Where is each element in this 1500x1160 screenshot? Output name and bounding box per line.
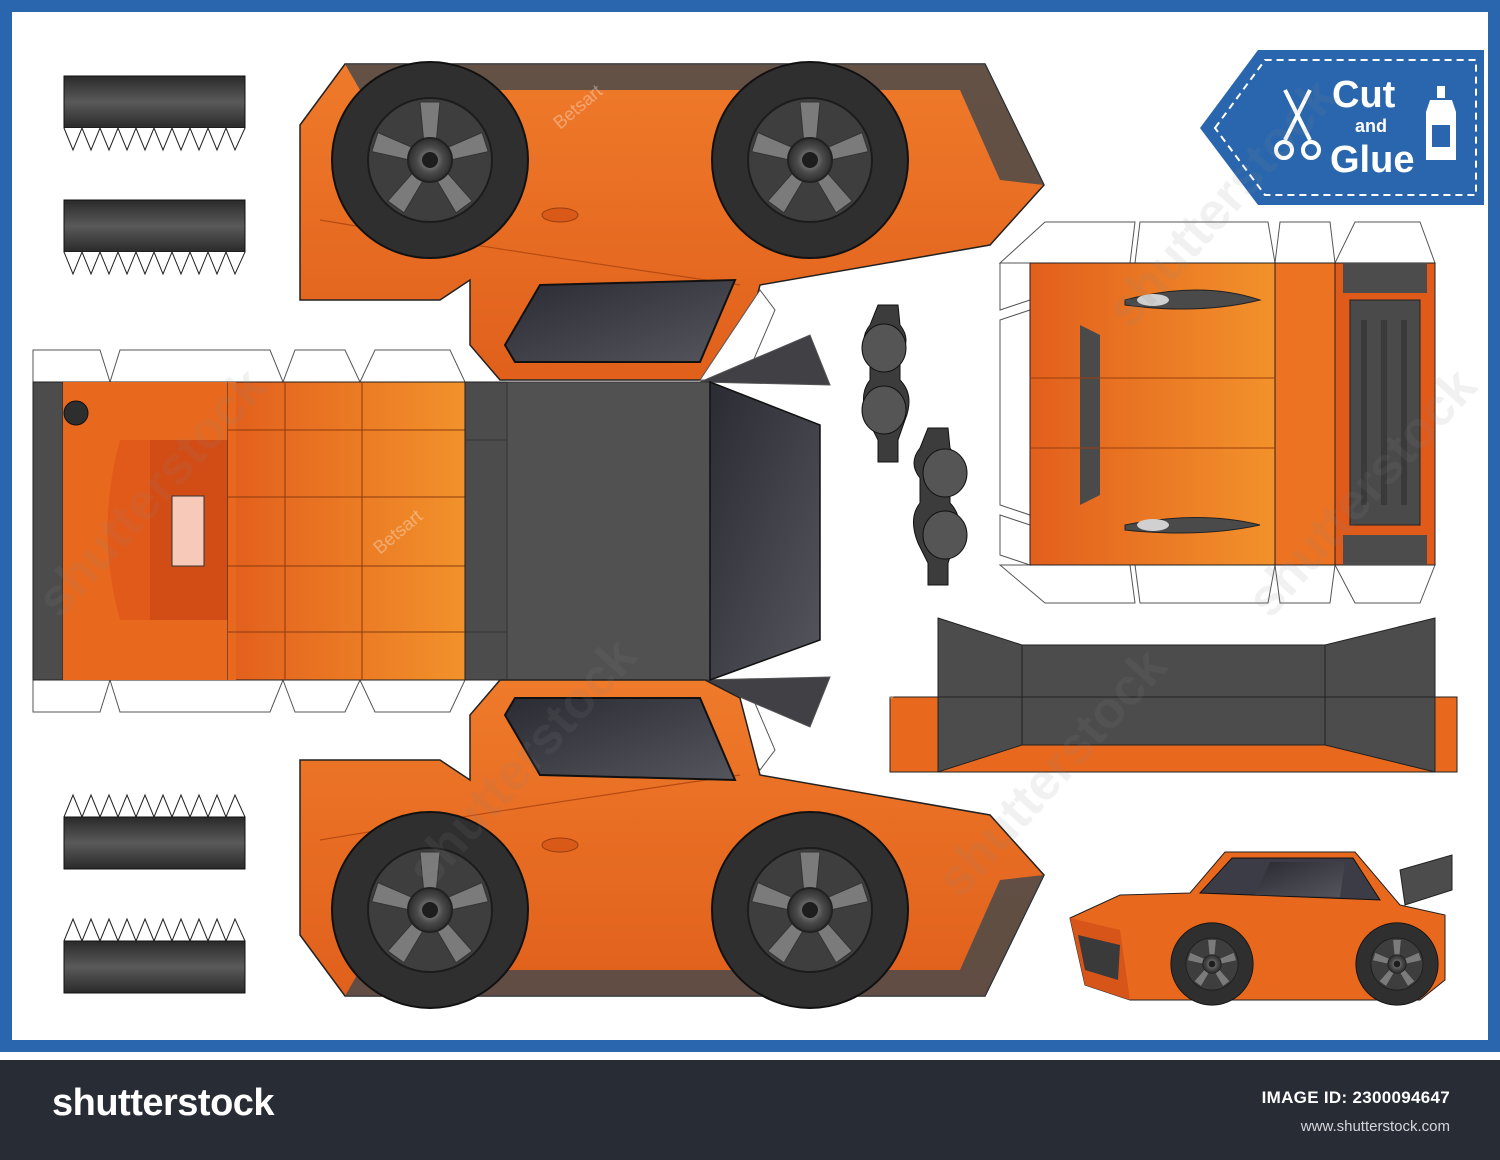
image-id: IMAGE ID: 2300094647 xyxy=(1262,1088,1450,1108)
shutterstock-logo[interactable]: shutterstock xyxy=(52,1082,275,1124)
image-id-label: IMAGE ID: xyxy=(1261,1088,1348,1107)
cut-and-glue-tag: Cut and Glue xyxy=(1200,50,1484,205)
image-id-value: 2300094647 xyxy=(1352,1088,1450,1107)
car-side-panel-bottom[interactable] xyxy=(299,679,1045,1009)
tag-line-glue: Glue xyxy=(1330,139,1414,181)
scissors-icon xyxy=(1274,89,1321,160)
footer-bar xyxy=(0,1060,1500,1160)
car-body-main[interactable] xyxy=(32,380,821,682)
tread-strip[interactable] xyxy=(63,793,246,870)
car-front-panel[interactable] xyxy=(998,221,1436,604)
tag-line-cut: Cut xyxy=(1332,74,1396,116)
page-border xyxy=(0,0,1500,1052)
tread-strip[interactable] xyxy=(63,917,246,994)
tag-line-and: and xyxy=(1355,116,1387,136)
axle-piece[interactable] xyxy=(913,427,968,586)
site-url[interactable]: www.shutterstock.com xyxy=(1300,1118,1450,1135)
glue-bottle-icon xyxy=(1426,86,1456,160)
car-side-panel-top[interactable] xyxy=(299,61,1045,381)
axle-piece[interactable] xyxy=(861,304,910,463)
papercraft-sheet: Cut and Glue xyxy=(0,0,1500,1052)
tread-strip[interactable] xyxy=(63,199,246,276)
assembled-car-preview xyxy=(1069,851,1453,1006)
svg-text:Betsart: Betsart xyxy=(880,651,937,703)
spoiler-piece[interactable] xyxy=(889,617,1458,773)
glue-tabs-top xyxy=(32,289,831,386)
tread-strip[interactable] xyxy=(63,75,246,152)
